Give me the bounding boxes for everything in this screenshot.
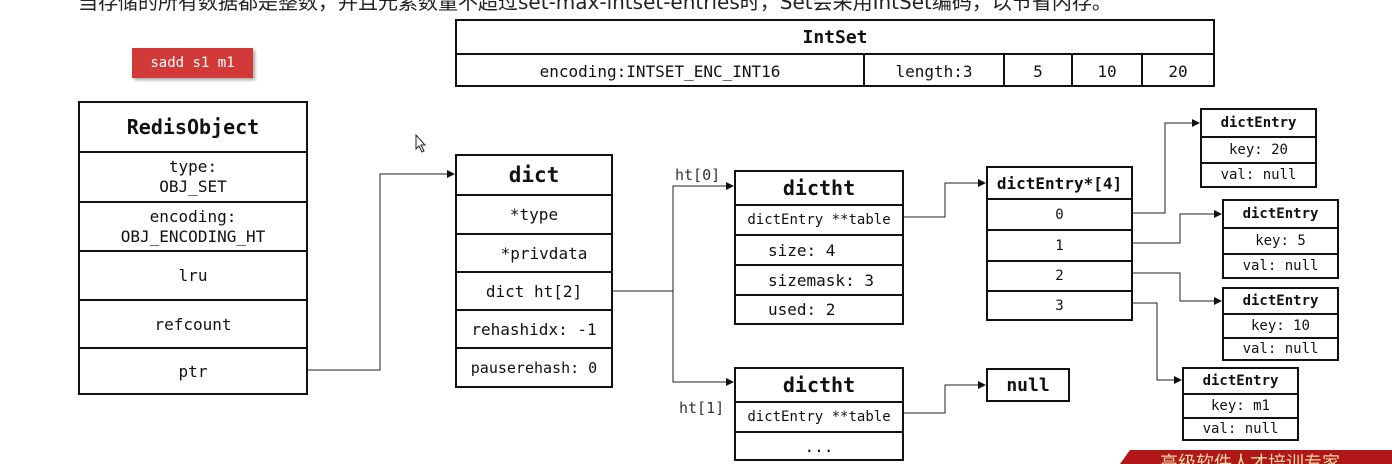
dict-entry-box: dictEntry key: 5 val: null xyxy=(1222,199,1339,279)
dict-box: dict *type *privdata dict ht[2] rehashid… xyxy=(455,154,613,388)
dict-entry-val: val: null xyxy=(1224,253,1337,277)
redis-object-box: RedisObject type: OBJ_SET encoding: OBJ_… xyxy=(78,101,308,395)
bucket3-arrow xyxy=(1133,302,1182,384)
intset-value: 10 xyxy=(1073,55,1143,87)
intset-value: 5 xyxy=(1005,55,1073,87)
encoding-label: encoding: xyxy=(149,206,237,226)
dict-entry-title: dictEntry xyxy=(1242,293,1319,309)
bucket-index: 2 xyxy=(988,260,1131,290)
dictht-0-box: dictht dictEntry **table size: 4 sizemas… xyxy=(734,170,904,325)
dict-entry-key: key: 10 xyxy=(1224,313,1337,337)
bucket2-arrow xyxy=(1133,272,1222,305)
type-value: OBJ_SET xyxy=(159,177,227,196)
redis-object-refcount: refcount xyxy=(80,299,306,347)
dictht-1-more: ... xyxy=(736,431,902,459)
dict-entry-key: key: 20 xyxy=(1202,136,1315,162)
redis-object-ptr: ptr xyxy=(80,347,306,393)
dictht-0-size: size: 4 xyxy=(736,234,902,264)
dict-entry-box: dictEntry key: 10 val: null xyxy=(1222,287,1339,361)
bucket-index: 3 xyxy=(988,290,1131,319)
redis-object-encoding: encoding: OBJ_ENCODING_HT xyxy=(80,201,306,250)
table-arrow xyxy=(904,179,986,218)
dict-ht: dict ht[2] xyxy=(457,271,611,309)
bottom-banner: 高级软件人才培训专家 xyxy=(1120,450,1392,464)
ht0-arrow xyxy=(672,182,734,291)
dict-entry-title: dictEntry xyxy=(1220,115,1297,131)
encoding-value: OBJ_ENCODING_HT xyxy=(120,226,266,246)
bucket-array-title: dictEntry*[4] xyxy=(996,173,1123,193)
dict-entry-val: val: null xyxy=(1202,162,1315,186)
dict-entry-box: dictEntry key: 20 val: null xyxy=(1200,108,1317,188)
bucket-index: 1 xyxy=(988,229,1131,260)
intset-length: length:3 xyxy=(865,55,1005,87)
dict-entry-key: key: m1 xyxy=(1184,393,1297,417)
bucket-index: 0 xyxy=(988,198,1131,229)
ptr-arrow xyxy=(308,170,455,371)
dictht-0-table: dictEntry **table xyxy=(736,204,902,234)
dictht-1-box: dictht dictEntry **table ... xyxy=(734,367,904,461)
bucket0-arrow xyxy=(1133,119,1200,214)
command-badge: sadd s1 m1 xyxy=(132,48,253,78)
ht0-label: ht[0] xyxy=(675,166,721,184)
bucket1-arrow xyxy=(1133,210,1222,244)
dictht-1-table: dictEntry **table xyxy=(736,401,902,431)
top-note: 当存储的所有数据都是整数，并且元素数量不超过set-max-intset-ent… xyxy=(78,0,1112,14)
dict-entry-key: key: 5 xyxy=(1224,227,1337,253)
intset-encoding: encoding:INTSET_ENC_INT16 xyxy=(457,55,865,87)
dict-pauserehash: pauserehash: 0 xyxy=(457,347,611,386)
dict-title: dict xyxy=(508,163,560,187)
dictht-0-used: used: 2 xyxy=(736,294,902,323)
dict-entry-title: dictEntry xyxy=(1242,206,1319,222)
dictht-1-title: dictht xyxy=(782,373,856,397)
dict-entry-box: dictEntry key: m1 val: null xyxy=(1182,367,1299,441)
redis-object-lru: lru xyxy=(80,250,306,299)
dictht-0-title: dictht xyxy=(782,176,856,200)
intset-table: IntSet encoding:INTSET_ENC_INT16 length:… xyxy=(455,19,1215,87)
dictht-0-sizemask: sizemask: 3 xyxy=(736,264,902,294)
redis-object-type: type: OBJ_SET xyxy=(80,151,306,201)
dict-type: *type xyxy=(457,194,611,233)
bucket-array-box: dictEntry*[4] 0 1 2 3 xyxy=(986,166,1133,321)
null-box: null xyxy=(986,368,1070,402)
ht1-arrow xyxy=(672,291,734,386)
mouse-cursor-icon xyxy=(415,133,427,153)
type-label: type: xyxy=(168,157,218,176)
dict-entry-val: val: null xyxy=(1224,337,1337,359)
dict-rehashidx: rehashidx: -1 xyxy=(457,309,611,347)
dict-entry-title: dictEntry xyxy=(1202,373,1279,389)
null-arrow xyxy=(904,381,986,414)
intset-value: 20 xyxy=(1168,61,1188,81)
redis-object-title: RedisObject xyxy=(126,115,260,139)
dict-entry-val: val: null xyxy=(1184,417,1297,439)
ht1-label: ht[1] xyxy=(679,399,725,417)
dict-privdata: *privdata xyxy=(457,233,611,271)
intset-title: IntSet xyxy=(802,26,868,48)
